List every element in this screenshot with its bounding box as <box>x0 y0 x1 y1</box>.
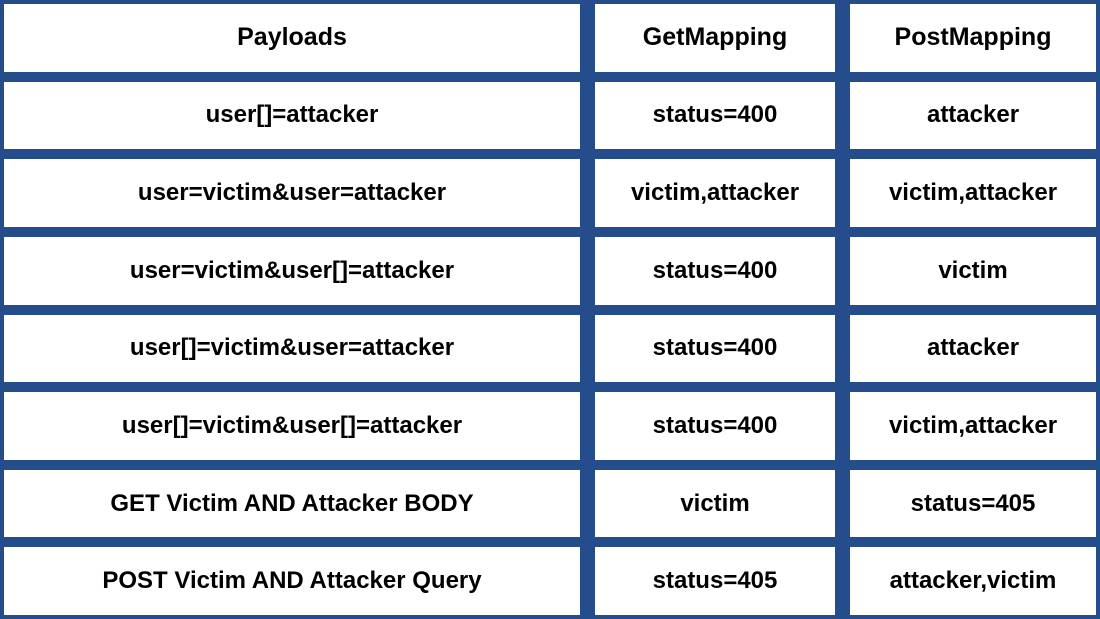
payload-cell: user=victim&user[]=attacker <box>4 236 580 305</box>
payload-cell: POST Victim AND Attacker Query <box>4 547 580 615</box>
getmapping-cell: status=400 <box>595 81 835 150</box>
getmapping-cell: status=405 <box>595 547 835 615</box>
postmapping-cell: attacker <box>850 314 1096 383</box>
header-getmapping: GetMapping <box>595 4 835 72</box>
header-payloads: Payloads <box>4 4 580 72</box>
getmapping-cell: status=400 <box>595 392 835 460</box>
postmapping-cell: status=405 <box>850 469 1096 538</box>
payload-cell: user=victim&user=attacker <box>4 159 580 227</box>
postmapping-cell: victim <box>850 236 1096 305</box>
payload-cell: user[]=attacker <box>4 81 580 150</box>
postmapping-cell: victim,attacker <box>850 392 1096 460</box>
payload-cell: user[]=victim&user=attacker <box>4 314 580 383</box>
getmapping-cell: status=400 <box>595 314 835 383</box>
getmapping-cell: victim <box>595 469 835 538</box>
payload-cell: GET Victim AND Attacker BODY <box>4 469 580 538</box>
payload-cell: user[]=victim&user[]=attacker <box>4 392 580 460</box>
getmapping-cell: status=400 <box>595 236 835 305</box>
postmapping-cell: attacker,victim <box>850 547 1096 615</box>
postmapping-cell: victim,attacker <box>850 159 1096 227</box>
header-postmapping: PostMapping <box>850 4 1096 72</box>
getmapping-cell: victim,attacker <box>595 159 835 227</box>
postmapping-cell: attacker <box>850 81 1096 150</box>
